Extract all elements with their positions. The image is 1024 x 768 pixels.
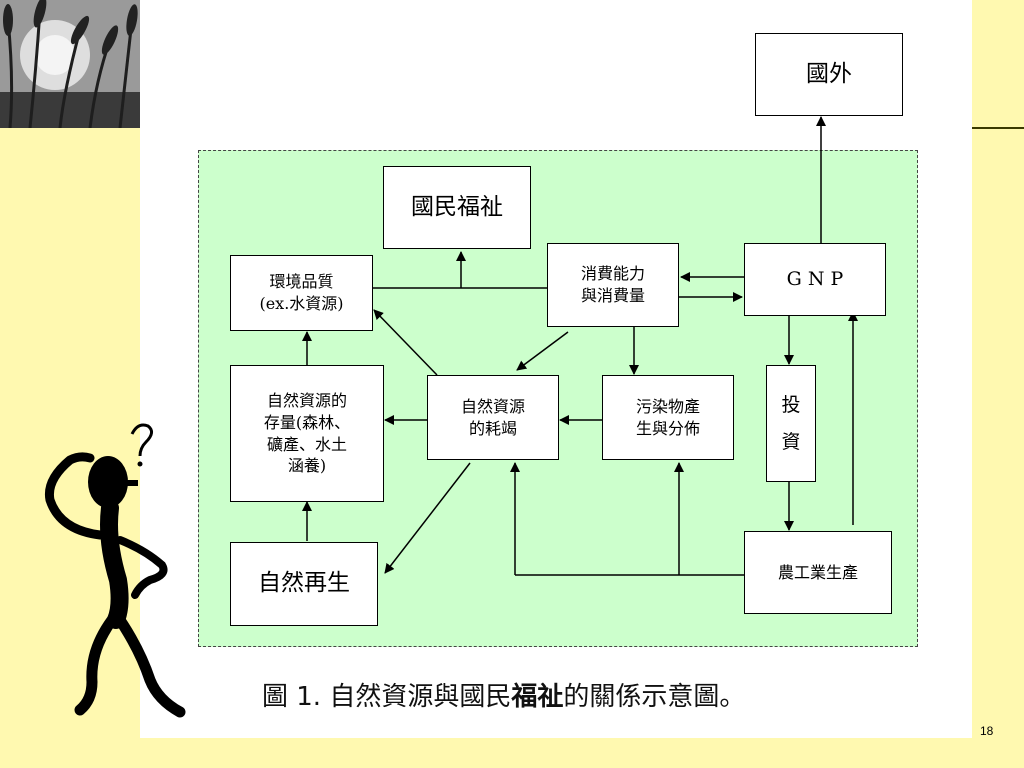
node-pollution-line1: 污染物產 (635, 396, 700, 416)
node-consumption: 消費能力 與消費量 (547, 243, 679, 327)
node-investment-line1: 投 (781, 394, 801, 417)
node-env-quality: 環境品質 (ex.水資源) (230, 255, 373, 331)
node-welfare-label: 國民福祉 (411, 193, 503, 220)
node-env-quality-line2: (ex.水資源) (259, 294, 344, 313)
node-resource-depletion-line2: 的耗竭 (468, 418, 517, 438)
wheat-photo (0, 0, 140, 128)
caption-bold: 福祉 (511, 682, 564, 712)
node-consumption-line1: 消費能力 (580, 264, 645, 284)
node-production-label: 農工業生產 (777, 562, 858, 582)
node-resource-stock-line1: 自然資源的 (266, 391, 347, 411)
node-regeneration: 自然再生 (230, 542, 378, 626)
thinking-figure-clipart (44, 423, 186, 718)
node-consumption-line2: 與消費量 (580, 286, 645, 305)
node-investment: 投 資 (766, 365, 816, 482)
caption-suffix: 的關係示意圖。 (563, 682, 746, 712)
node-pollution-line2: 生與分佈 (635, 418, 700, 438)
figure-caption: 圖 1. 自然資源與國民福祉的關係示意圖。 (262, 676, 745, 713)
node-foreign-label: 國外 (806, 60, 852, 87)
page-number: 18 (980, 724, 994, 738)
node-pollution: 污染物產 生與分佈 (602, 375, 734, 460)
node-regeneration-label: 自然再生 (258, 570, 350, 597)
node-env-quality-line1: 環境品質 (269, 272, 334, 292)
node-resource-depletion-line1: 自然資源 (460, 396, 525, 416)
caption-prefix: 圖 1. 自然資源與國民 (262, 682, 512, 712)
node-gnp: G N P (744, 243, 886, 316)
node-resource-stock: 自然資源的 存量(森林、 礦產、水土 涵養) (230, 365, 384, 502)
node-resource-stock-line2: 存量(森林、 (263, 412, 351, 432)
node-investment-line2: 資 (781, 430, 801, 453)
node-resource-depletion: 自然資源 的耗竭 (427, 375, 559, 460)
node-welfare: 國民福祉 (383, 166, 531, 249)
node-production: 農工業生產 (744, 531, 892, 614)
node-resource-stock-line3: 礦產、水土 (266, 434, 347, 454)
node-foreign: 國外 (755, 33, 903, 116)
node-gnp-label: G N P (786, 267, 844, 290)
decorative-rule (972, 127, 1024, 129)
node-resource-stock-line4: 涵養) (287, 456, 327, 476)
